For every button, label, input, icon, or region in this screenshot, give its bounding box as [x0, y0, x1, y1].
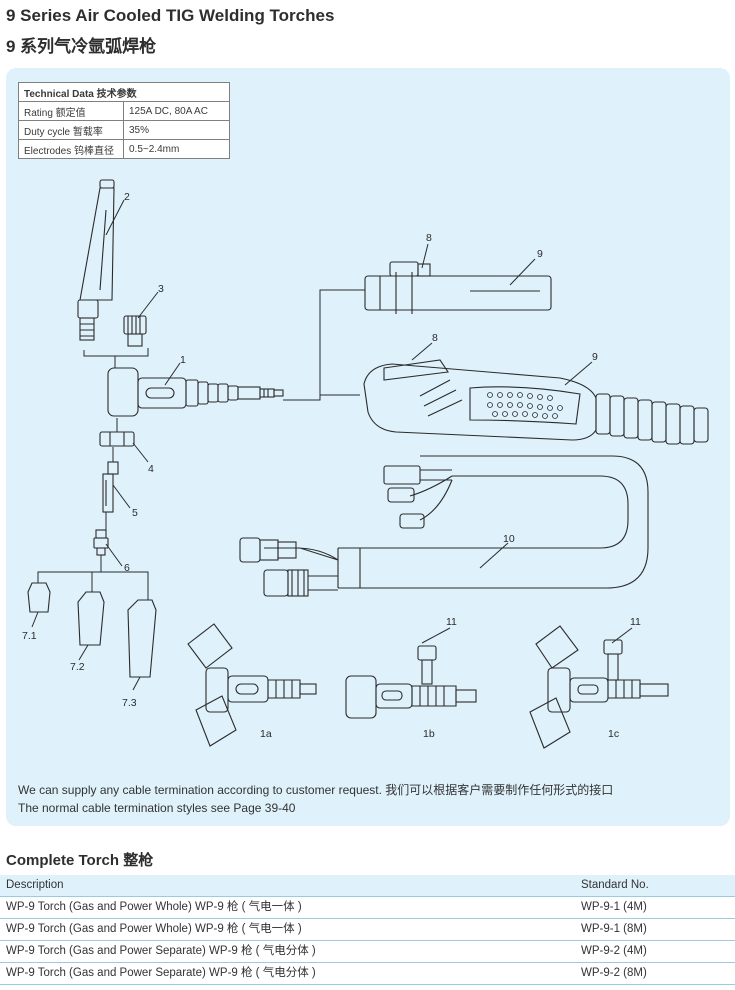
page-subtitle: 9 系列气冷氩弧焊枪 [6, 37, 157, 56]
torch-standard-no: WP-9-1 (4M) [581, 901, 647, 913]
label-part-9-upper: 9 [537, 248, 543, 260]
part-labels: 2 3 1 4 5 6 7.1 7.2 7.3 8 9 8 9 10 11 11… [22, 191, 641, 740]
torch-standard-no: WP-9-2 (4M) [581, 945, 647, 957]
label-part-9-lower: 9 [592, 351, 598, 363]
column-header-standard: Standard No. [581, 879, 649, 891]
torch-description: WP-9 Torch (Gas and Power Separate) WP-9… [6, 945, 316, 957]
label-part-5: 5 [132, 507, 138, 519]
label-part-1: 1 [180, 354, 186, 366]
label-part-8-upper: 8 [426, 232, 432, 244]
label-variant-1c: 1c [608, 728, 619, 740]
nozzle-part-7-1 [27, 582, 51, 613]
cable-termination-note: We can supply any cable termination acco… [18, 783, 614, 797]
table-row: WP-9 Torch (Gas and Power Separate) WP-9… [0, 940, 735, 962]
complete-torch-table: Description Standard No. WP-9 Torch (Gas… [0, 875, 735, 985]
grip-dots [487, 392, 563, 419]
torch-variant-1a [187, 623, 317, 747]
page-title: 9 Series Air Cooled TIG Welding Torches [6, 6, 335, 25]
torch-variant-1c [529, 625, 669, 749]
label-part-10: 10 [503, 533, 515, 545]
ergonomic-handle-part-9 [363, 359, 709, 445]
straight-handle-part-9 [364, 261, 552, 314]
table-row: WP-9 Torch (Gas and Power Whole) WP-9 枪 … [0, 918, 735, 940]
label-part-7-3: 7.3 [122, 697, 137, 709]
label-part-7-1: 7.1 [22, 630, 37, 642]
nozzle-part-7-3 [127, 599, 157, 678]
cable-part-10 [239, 455, 649, 597]
torch-description: WP-9 Torch (Gas and Power Whole) WP-9 枪 … [6, 901, 302, 913]
table-header-row: Description Standard No. [0, 875, 735, 896]
column-header-description: Description [6, 879, 64, 891]
spec-value: 0.5~2.4mm [123, 139, 230, 159]
complete-torch-heading: Complete Torch 整枪 [6, 852, 154, 869]
short-cap-part-3 [123, 315, 147, 347]
collet-body-part-6 [93, 529, 109, 556]
label-part-11-c: 11 [630, 616, 641, 628]
nozzle-part-7-2 [77, 591, 105, 646]
table-row: Electrodes 钨棒直径 0.5~2.4mm [18, 139, 230, 159]
washer-part-4 [99, 431, 135, 447]
connector-lines [31, 199, 633, 691]
torch-description: WP-9 Torch (Gas and Power Whole) WP-9 枪 … [6, 923, 302, 935]
technical-data-table: Technical Data 技术参数 Rating 额定值 125A DC, … [18, 82, 230, 159]
torch-variant-1b [345, 645, 477, 719]
exploded-parts-diagram: 2 3 1 4 5 6 7.1 7.2 7.3 8 9 8 9 10 11 11… [22, 179, 709, 749]
label-part-8-lower: 8 [432, 332, 438, 344]
torch-description: WP-9 Torch (Gas and Power Separate) WP-9… [6, 967, 316, 979]
back-cap-part-2 [77, 179, 115, 341]
label-part-7-2: 7.2 [70, 661, 85, 673]
termination-reference-note: The normal cable termination styles see … [18, 801, 296, 815]
label-part-6: 6 [124, 562, 130, 574]
torch-body-part-1 [107, 367, 284, 417]
label-part-11-b: 11 [446, 616, 457, 628]
collet-part-5 [102, 461, 119, 513]
diagram-panel [6, 68, 730, 826]
torch-standard-no: WP-9-2 (8M) [581, 967, 647, 979]
label-part-3: 3 [158, 283, 164, 295]
label-variant-1a: 1a [260, 728, 272, 740]
torch-standard-no: WP-9-1 (8M) [581, 923, 647, 935]
label-part-2: 2 [124, 191, 130, 203]
label-variant-1b: 1b [423, 728, 435, 740]
label-part-4: 4 [148, 463, 154, 475]
table-row: WP-9 Torch (Gas and Power Separate) WP-9… [0, 962, 735, 985]
table-row: WP-9 Torch (Gas and Power Whole) WP-9 枪 … [0, 896, 735, 918]
